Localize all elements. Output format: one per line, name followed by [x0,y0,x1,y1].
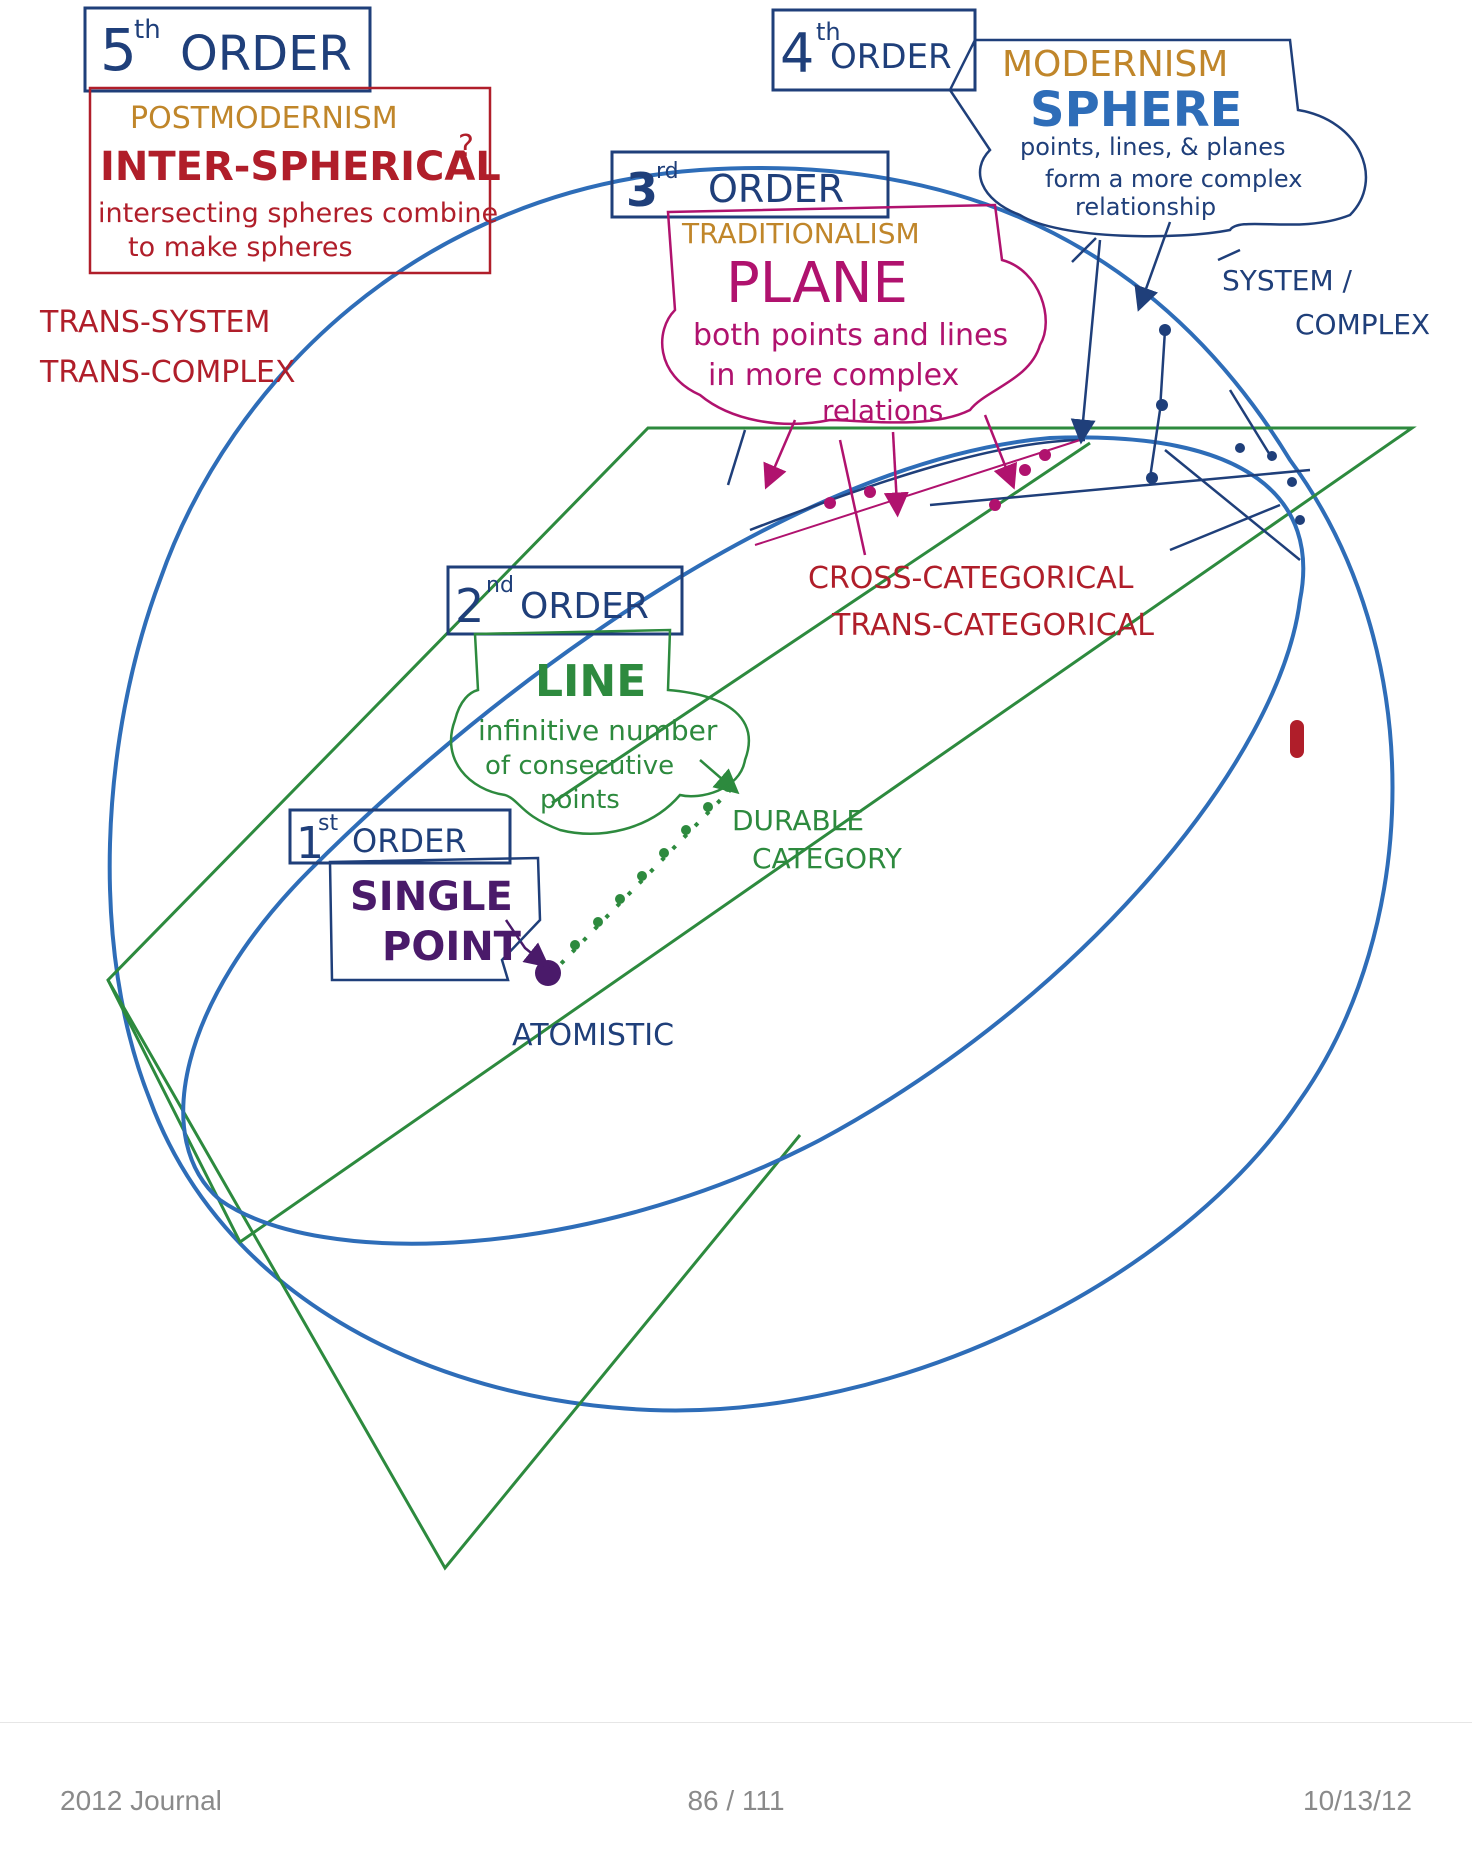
order3-desc-1: both points and lines [693,318,1008,353]
trans-line-2: TRANS-COMPLEX [39,355,296,390]
line-points [570,782,733,950]
cross-line-1: CROSS-CATEGORICAL [808,561,1134,596]
line-arrow [699,759,740,795]
order5-desc-box [88,86,492,275]
order1-title-sup: st [318,811,338,836]
order5-desc-2: to make spheres [128,232,353,263]
order1-concept-2: POINT [382,924,522,970]
order4-title-num: 4 [780,22,814,85]
atomistic-label: ATOMISTIC [512,1018,674,1053]
order2-desc-3: points [540,785,620,815]
durable-line-1: DURABLE [732,804,864,837]
footer-journal-title: 2012 Journal [60,1785,222,1816]
order3-desc-3: relations [822,394,943,427]
order2-title-box [446,565,684,636]
system-line-1: SYSTEM / [1222,264,1353,297]
order2-title-sup: nd [486,573,514,598]
order1-concept-1: SINGLE [350,874,513,920]
footer-date: 10/13/12 [1303,1785,1412,1816]
order3-movement: TRADITIONALISM [681,217,920,250]
order4-title-word: ORDER [830,37,952,77]
order3-desc-2: in more complex [708,358,959,393]
order5-concept-mark: ? [458,129,474,164]
order5-concept: INTER-SPHERICAL [100,144,501,190]
order5-title-sup: th [134,15,161,45]
order1-title-box [288,808,512,865]
order2-bubble [449,628,751,835]
order3-title-box [610,150,890,219]
order4-movement: MODERNISM [1002,44,1228,85]
order4-concept: SPHERE [1030,82,1242,138]
cross-line-2: TRANS-CATEGORICAL [831,608,1154,643]
footer-page-number: 86 / 111 [687,1785,785,1816]
order3-title-num: 3 [626,163,658,217]
single-point-dot [535,960,561,986]
order2-desc-1: infinitive number [478,714,718,747]
order1-title-num: 1 [296,818,324,869]
order5-desc-1: intersecting spheres combine [98,198,498,229]
magenta-nodes [754,439,1081,546]
order4-desc-1: points, lines, & planes [1020,133,1285,161]
diagram-canvas: 5 th ORDER POSTMODERNISM INTER-SPHERICAL… [39,6,1430,1571]
order3-bubble [660,203,1047,426]
network-lines [749,329,1311,561]
order5-title-word: ORDER [180,26,352,82]
red-marker [1290,720,1304,758]
order1-title-word: ORDER [352,822,467,860]
point-arrow [504,919,550,968]
order5-title-num: 5 [100,16,137,84]
order1-box [328,856,542,982]
order2-title-word: ORDER [520,586,649,627]
order3-title-word: ORDER [708,167,844,211]
order2-desc-2: of consecutive [485,751,674,781]
system-line-2: COMPLEX [1295,308,1430,341]
order4-bubble [948,38,1368,238]
plane-lower-edge [106,979,802,1571]
order3-concept: PLANE [726,251,908,316]
page-footer: 2012 Journal 86 / 111 10/13/12 [0,1722,1472,1849]
order2-title-num: 2 [455,579,484,633]
order2-concept: LINE [535,656,646,707]
order4-desc-2: form a more complex [1045,165,1302,193]
order4-desc-3: relationship [1075,193,1216,221]
order3-title-sup: rd [656,159,679,184]
sphere-outline [107,165,1395,1413]
order4-title-sup: th [816,18,841,46]
plane-arrows [763,414,1018,556]
order4-title-box [771,8,977,92]
durable-line-2: CATEGORY [752,842,903,875]
order5-title-box [83,6,372,93]
order5-movement: POSTMODERNISM [130,101,398,136]
ellipse-outline [181,435,1306,1246]
trans-line-1: TRANS-SYSTEM [39,305,270,340]
network-nodes [1146,324,1305,525]
